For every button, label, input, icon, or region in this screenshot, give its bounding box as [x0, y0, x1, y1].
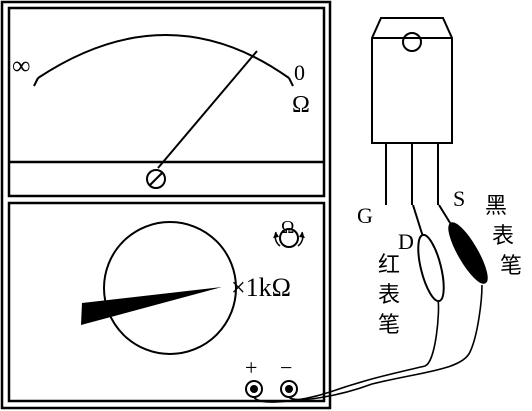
zero-adjust-screw[interactable]: [146, 169, 166, 189]
scale-left-tick: [33, 77, 39, 87]
scale-zero-label: 0: [294, 60, 305, 85]
range-label: ×1kΩ: [231, 273, 291, 302]
red-probe-char-3: 笔: [378, 313, 400, 338]
black-probe-tip: [438, 204, 453, 227]
meter-dial-window: [7, 6, 326, 198]
red-probe-char-1: 红: [378, 253, 400, 278]
pin-gate-label: G: [357, 203, 373, 228]
scale-unit-label: Ω: [292, 92, 310, 118]
red-probe-label: 红 表 笔: [378, 253, 400, 338]
meter-control-panel: [7, 201, 326, 403]
plus-jack-hole: [250, 385, 258, 393]
meter-outer-case: [0, 0, 332, 410]
transistor-body: [371, 17, 453, 144]
black-probe-label: 黑 表 笔: [485, 194, 522, 279]
red-probe-char-2: 表: [378, 283, 400, 308]
black-probe-char-3: 笔: [500, 254, 522, 279]
mounting-hole: [402, 32, 422, 52]
black-probe-char-2: 表: [492, 224, 514, 249]
ohm-scale-arc: [37, 34, 290, 79]
mosfet-transistor: [371, 17, 453, 205]
ohm-adjust-knob[interactable]: [279, 228, 299, 248]
scale-infinity-label: ∞: [12, 51, 31, 80]
minus-jack-hole: [285, 385, 293, 393]
range-selector-pointer: [81, 287, 222, 325]
ohm-adjust-left-arrowhead: [273, 232, 279, 238]
pin-source-label: S: [453, 186, 465, 211]
black-probe-wire: [288, 284, 483, 401]
multimeter: [0, 0, 332, 410]
probe-leads: [253, 204, 488, 403]
range-selector-knob[interactable]: [103, 221, 237, 355]
minus-terminal-label: −: [280, 355, 292, 380]
red-probe-wire: [253, 299, 440, 403]
meter-needle: [157, 50, 258, 169]
pin-drain-label: D: [398, 229, 414, 254]
ohm-adjust-right-arrowhead: [299, 232, 305, 238]
plus-terminal-label: +: [245, 355, 257, 380]
zero-adjust-slot: [148, 171, 164, 187]
black-probe-body: [448, 222, 488, 284]
black-probe-char-1: 黑: [485, 194, 507, 219]
red-probe-body: [417, 233, 445, 303]
scale-right-tick: [288, 77, 294, 87]
ohm-adjust-label: Ω: [281, 217, 294, 237]
